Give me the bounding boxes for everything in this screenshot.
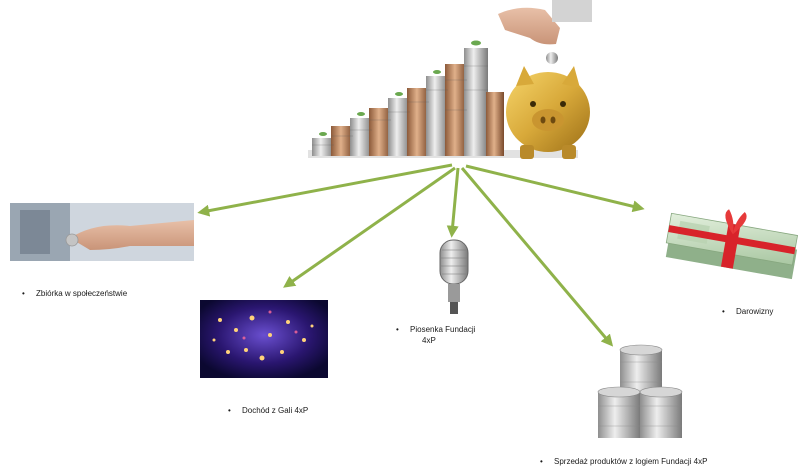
piggy-bank (506, 66, 590, 159)
label-donations: • Darowizny (722, 306, 773, 317)
hand-inserting-coin (498, 0, 592, 64)
banknotes-image (665, 209, 799, 280)
label-products: • Sprzedaż produktów z logiem Fundacji 4x… (540, 456, 707, 467)
center-piggy-bank-image (308, 0, 592, 159)
bullet: • (228, 406, 231, 415)
arrow-to-collection (197, 163, 453, 217)
arrow-to-gala (283, 166, 456, 288)
song-label-line-2: 4xP (422, 336, 436, 345)
bullet: • (540, 457, 543, 466)
arrows (197, 163, 645, 347)
products-label: Sprzedaż produktów z logiem Fundacji 4xP (554, 457, 708, 466)
gala-image (200, 300, 328, 378)
arrow-to-song (446, 167, 460, 238)
gala-label: Dochód z Gali 4xP (242, 406, 309, 415)
bullet: • (722, 307, 725, 316)
bullet: • (22, 289, 25, 298)
label-collection: • Zbiórka w społeczeństwie (22, 288, 127, 299)
label-gala: • Dochód z Gali 4xP (228, 405, 308, 416)
bullet: • (396, 325, 399, 334)
song-label-line-1: Piosenka Fundacji (410, 325, 476, 334)
tin-cans-image (597, 344, 683, 438)
microphone-image (439, 239, 469, 314)
label-song: • Piosenka Fundacji 4xP (396, 324, 475, 346)
collection-label: Zbiórka w społeczeństwie (36, 289, 128, 298)
collection-image (10, 203, 194, 261)
coin-stacks (312, 40, 504, 156)
arrow-to-donations (465, 164, 645, 213)
donations-label: Darowizny (736, 307, 774, 316)
arrow-to-products (460, 167, 614, 347)
